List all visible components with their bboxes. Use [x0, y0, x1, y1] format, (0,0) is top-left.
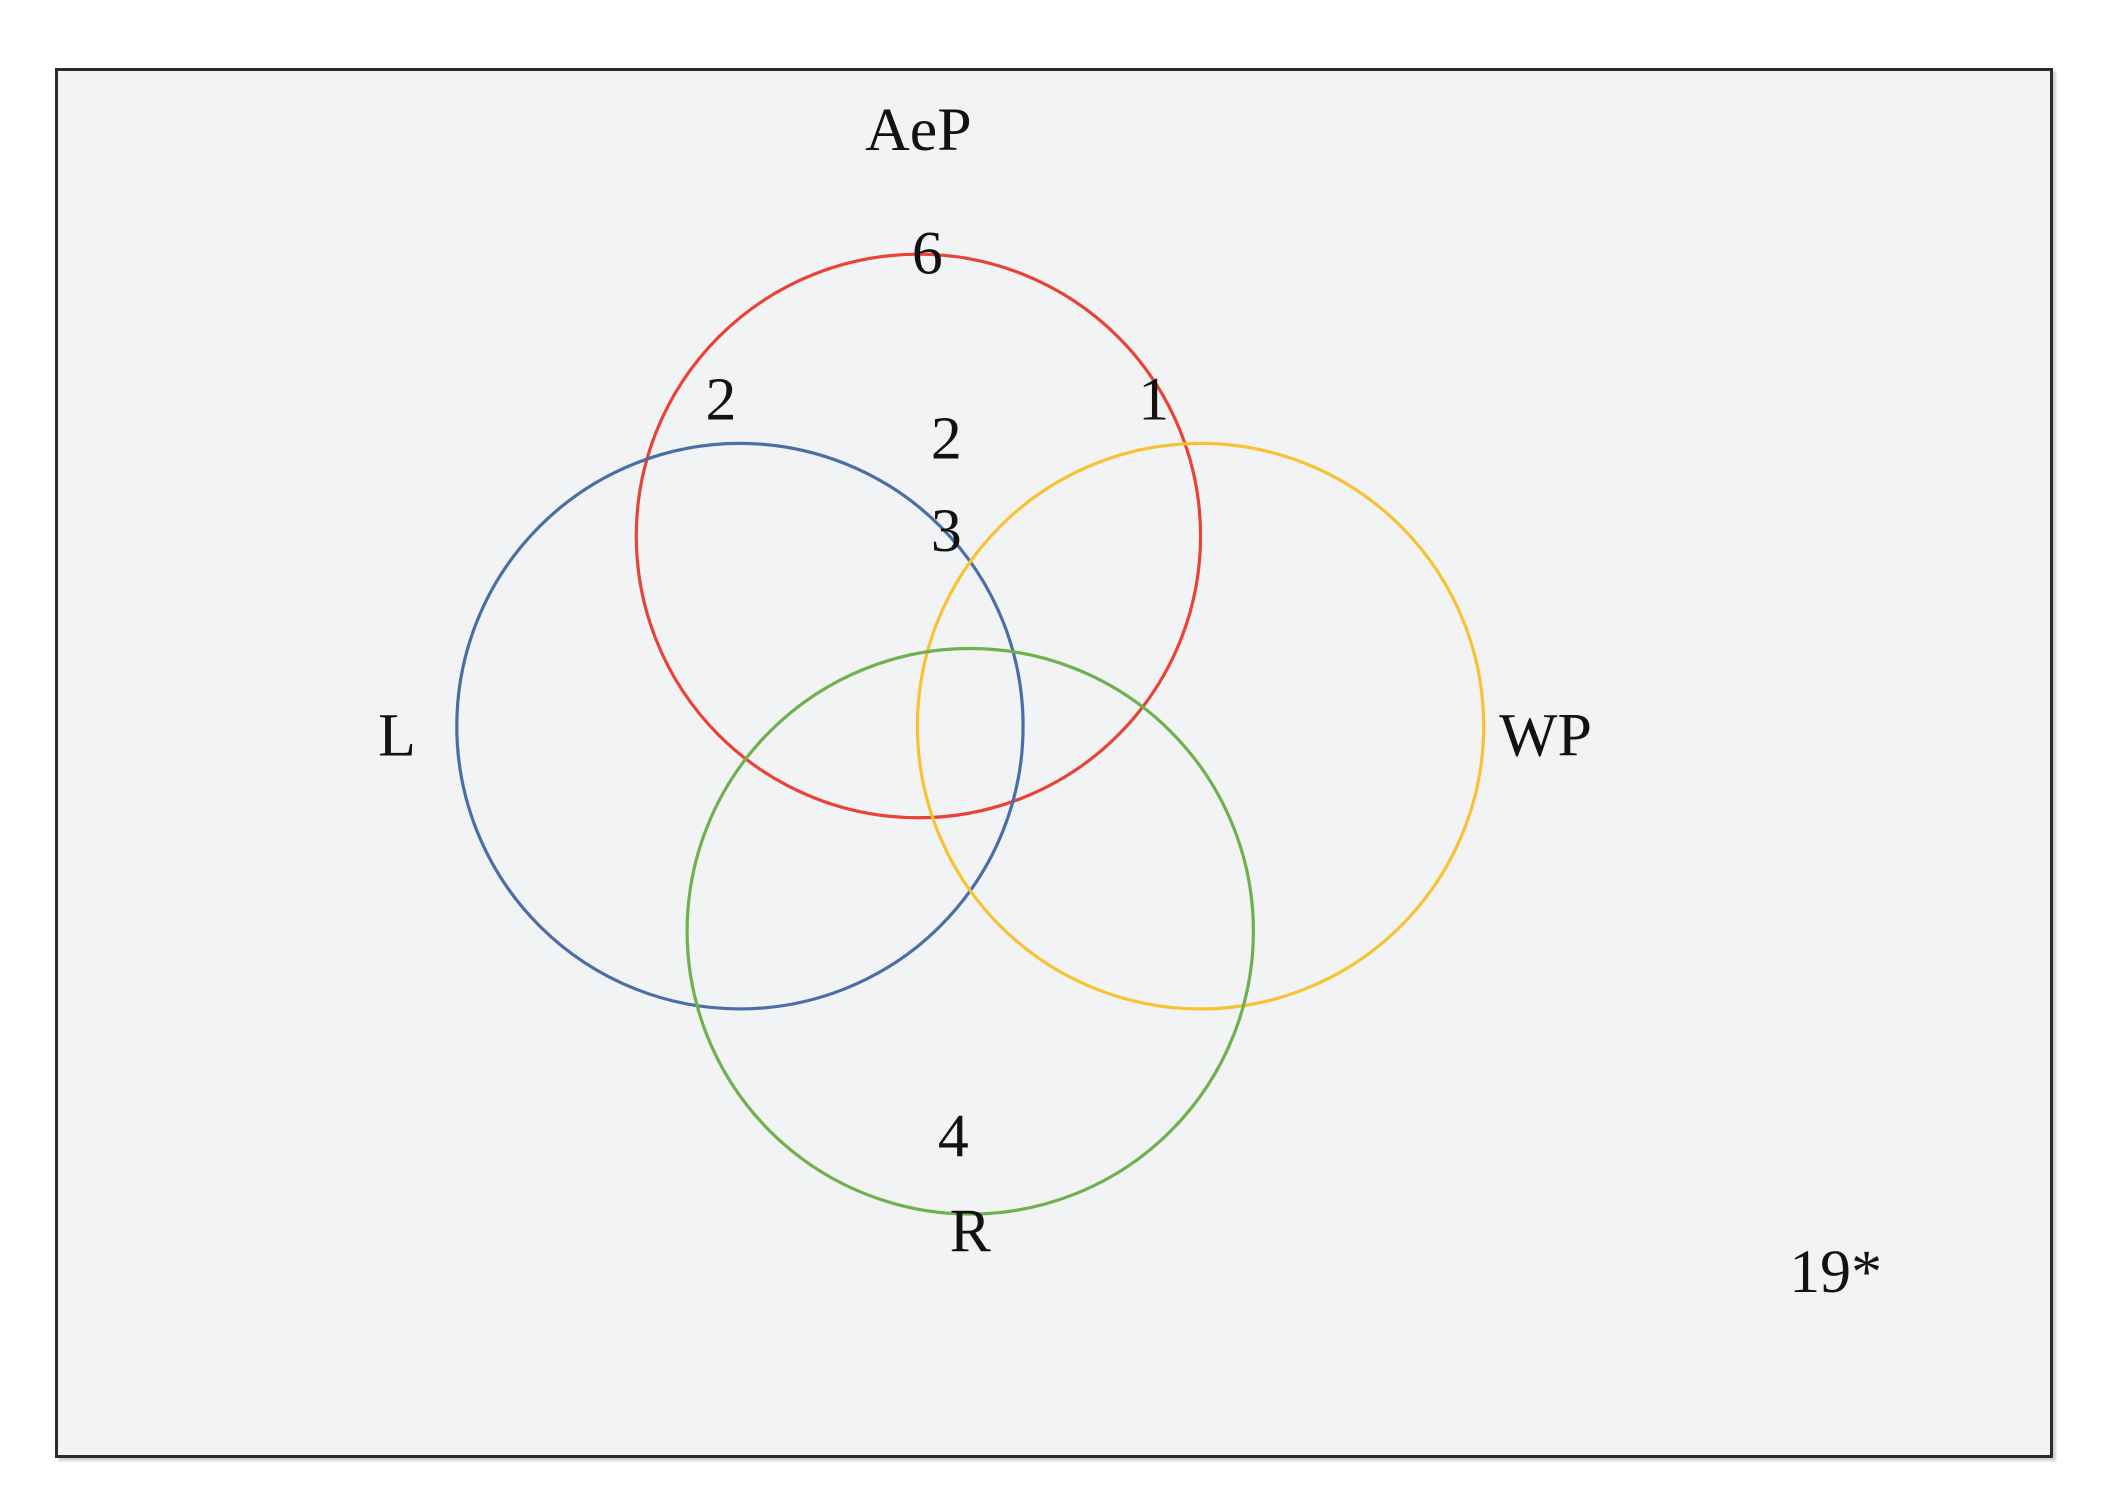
venn-circle-r	[685, 646, 1255, 1216]
venn-circle-l	[455, 441, 1025, 1011]
set-label-wp: WP	[1499, 701, 1592, 769]
set-label-aep: AeP	[865, 96, 971, 164]
region-count-r-only: 4	[938, 1103, 969, 1171]
outside-count: 19*	[1789, 1238, 1882, 1306]
venn-frame: AeP L WP R 6 2 1 2 3 4 19*	[55, 68, 2053, 1458]
region-count-aep-l-wp: 2	[931, 405, 962, 473]
region-count-aep-wp: 1	[1138, 366, 1169, 434]
set-label-r: R	[950, 1197, 992, 1265]
region-count-aep-only: 6	[912, 219, 943, 287]
venn-circle-wp	[915, 441, 1486, 1011]
venn-circle-aep	[634, 252, 1203, 820]
region-count-aep-l: 2	[706, 366, 737, 434]
region-count-all-four: 3	[931, 497, 962, 565]
venn-diagram-svg: AeP L WP R 6 2 1 2 3 4 19*	[378, 96, 1882, 1306]
set-label-l: L	[378, 701, 416, 769]
